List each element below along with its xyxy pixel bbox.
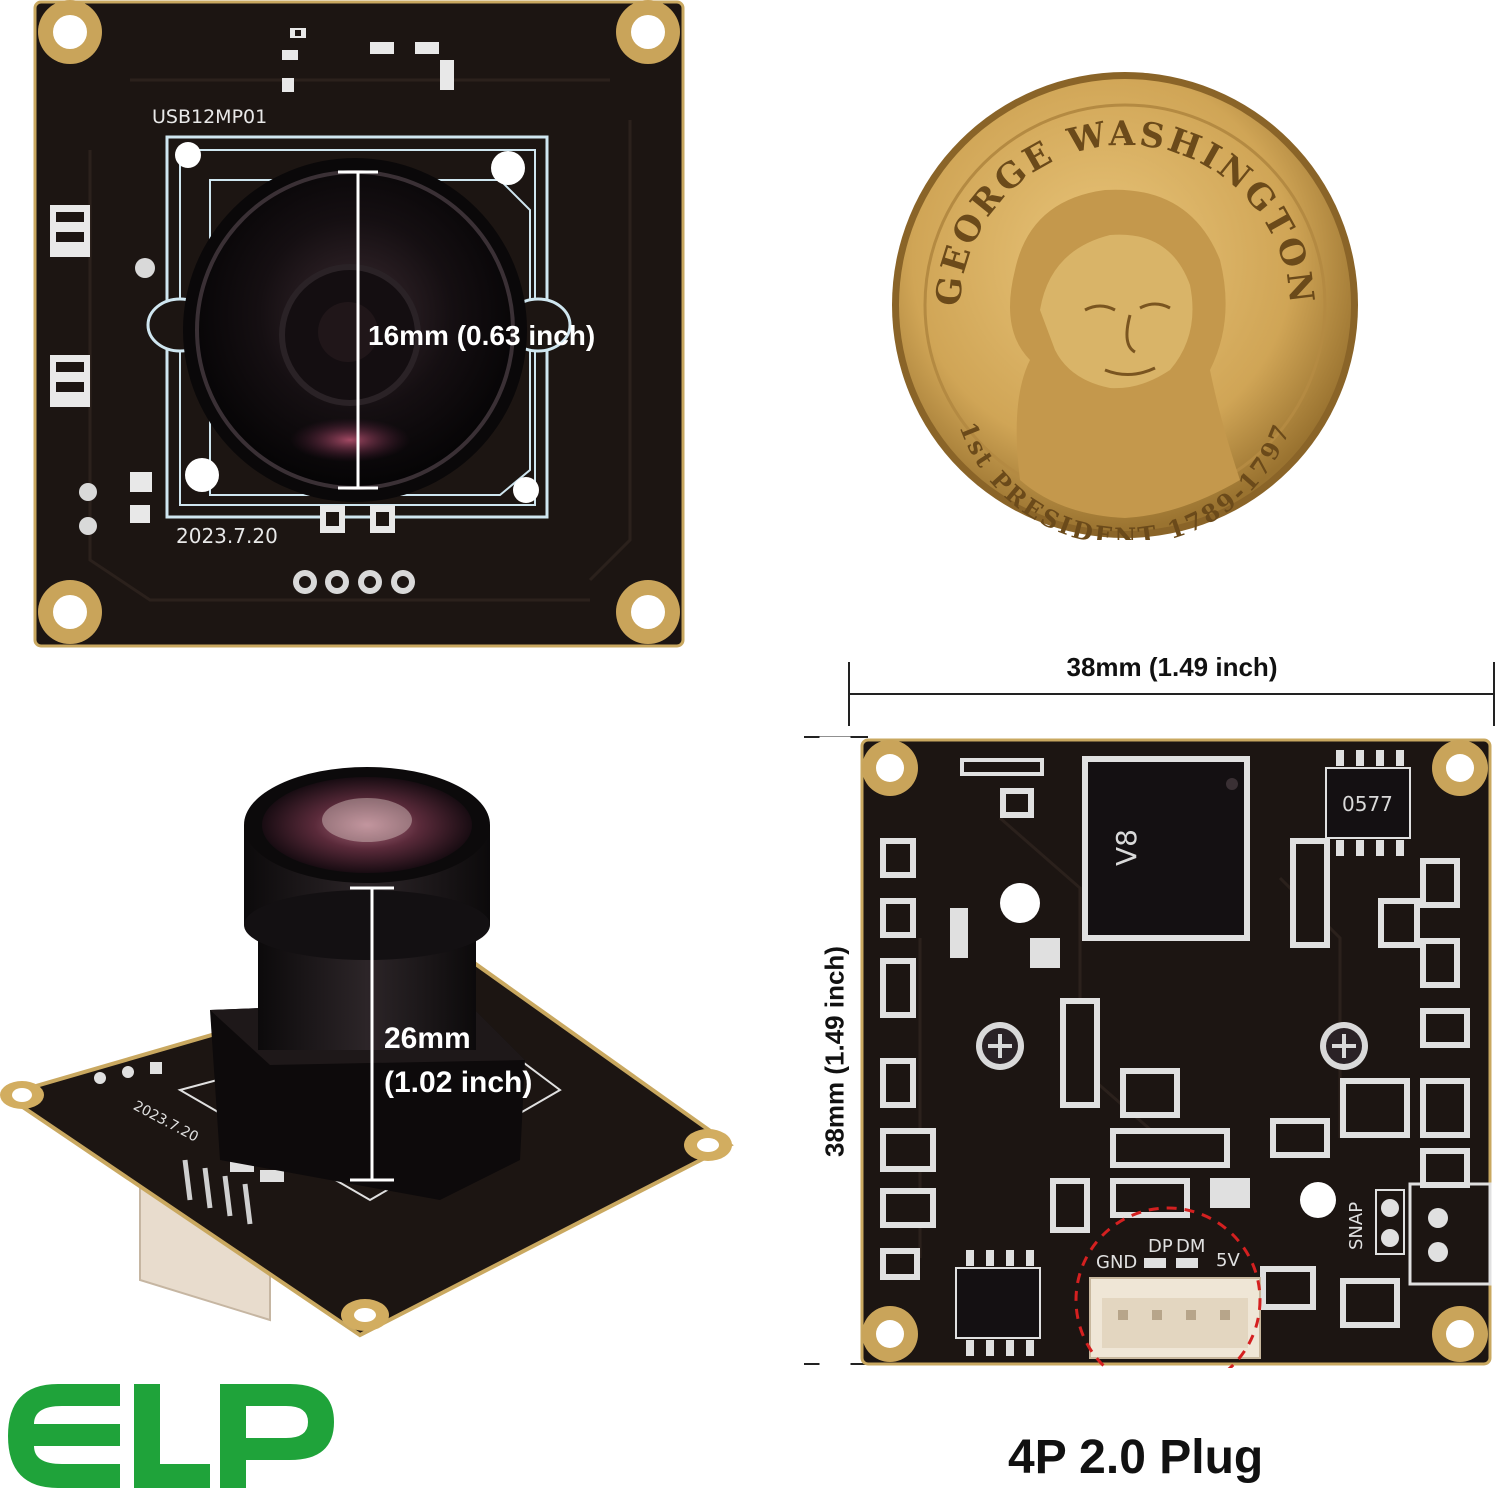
width-dimension-label: 38mm (1.49 inch)	[1066, 652, 1278, 682]
pin-gnd-label: GND	[1096, 1252, 1138, 1273]
front-board-model-text: USB12MP01	[152, 106, 268, 128]
coin-image: GEORGE WASHINGTON 1st PRESIDENT 1789-179…	[890, 70, 1360, 551]
elp-logo	[8, 1384, 338, 1488]
front-board-image: USB12MP01 2023.7.20 16mm (0.63 inch)	[30, 0, 690, 650]
connector-caption: 4P 2.0 Plug	[1008, 1431, 1264, 1484]
height-dimension-line2: (1.02 inch)	[384, 1066, 533, 1099]
pin-dp-label: DP	[1148, 1236, 1173, 1257]
pin-dm-label: DM	[1176, 1236, 1206, 1257]
side-board-image: 2023.7.20 26mm (1.02 inch)	[0, 760, 740, 1340]
lens-diameter-label: 16mm (0.63 inch)	[368, 320, 596, 351]
snap-label: SNAP	[1346, 1201, 1367, 1250]
front-board-date-text: 2023.7.20	[176, 524, 278, 548]
back-board-image: V8 0577 GND DP DM 5V SNAP	[860, 738, 1494, 1394]
pin-5v-label: 5V	[1216, 1250, 1240, 1271]
main-chip-label: V8	[1110, 829, 1143, 866]
ic-label: 0577	[1342, 792, 1393, 816]
height-dimension-line1: 26mm	[384, 1022, 471, 1055]
back-board-width-dimension: 38mm (1.49 inch)	[848, 652, 1496, 728]
back-board-height-dimension: 38mm (1.49 inch)	[800, 736, 870, 1367]
height-dimension-label: 38mm (1.49 inch)	[819, 736, 851, 1367]
